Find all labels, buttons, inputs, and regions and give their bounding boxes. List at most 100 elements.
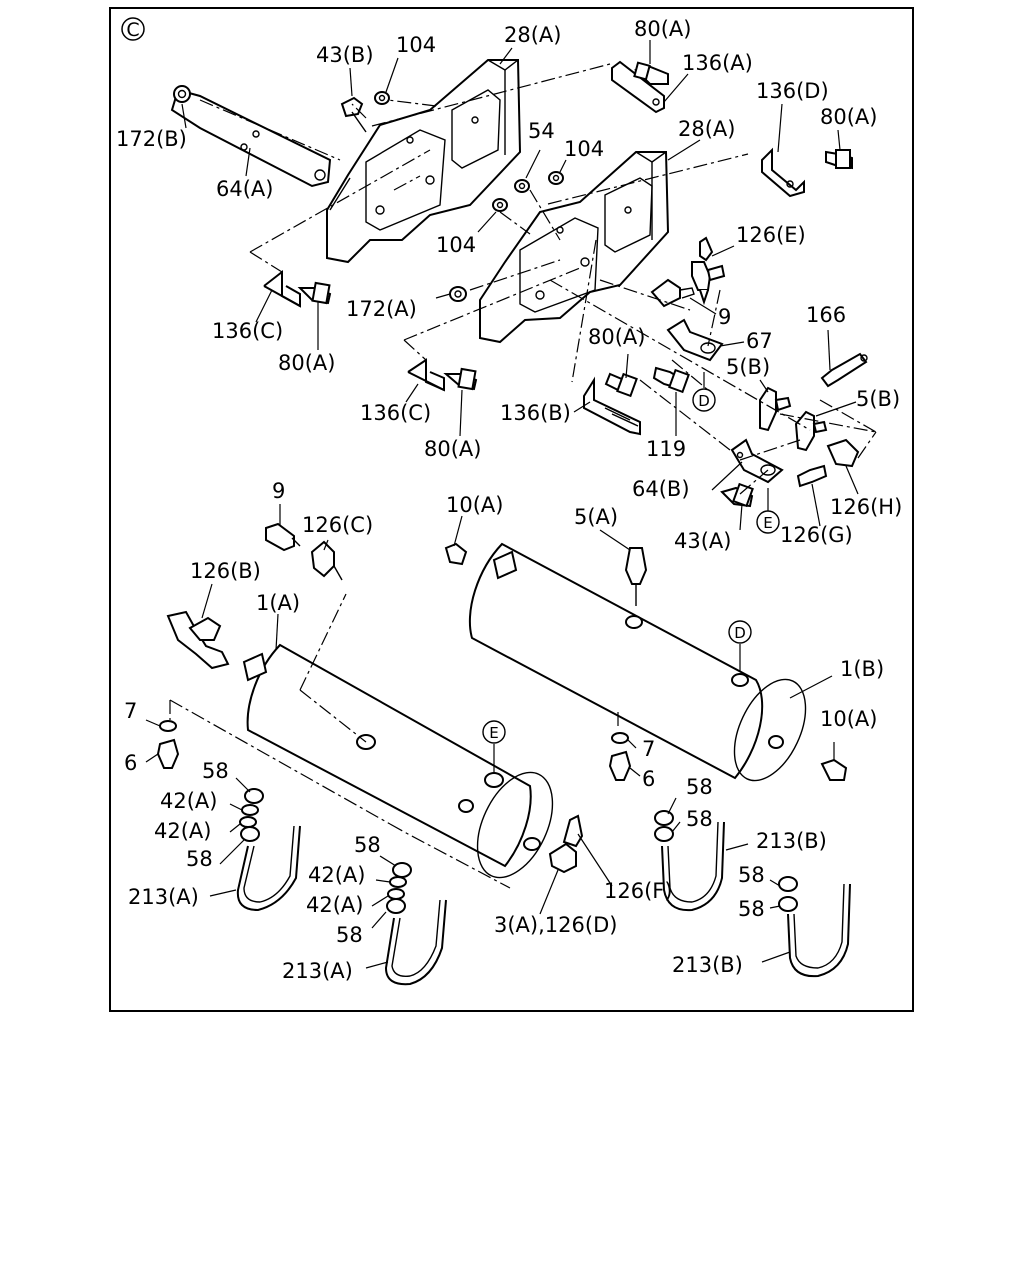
washer-104-mid [548, 171, 564, 185]
label-67: 67 [746, 329, 773, 353]
bracket-136c-lower [407, 358, 445, 392]
label-126e: 126(E) [736, 223, 806, 247]
washer-104-top [374, 91, 390, 105]
label-58-d: 58 [186, 847, 213, 871]
label-104-c: 104 [436, 233, 476, 257]
svg-text:D: D [698, 392, 710, 410]
label-104-b: 104 [564, 137, 604, 161]
elbow-126b [166, 610, 230, 670]
label-5b-right: 5(B) [856, 387, 900, 411]
section-mark: C [121, 17, 145, 41]
bracket-plate-rear [326, 59, 522, 264]
label-136b: 136(B) [500, 401, 571, 425]
nut-stack-left [239, 788, 264, 842]
nut-stack-right-upper [654, 810, 674, 842]
tee-fitting-126e [691, 236, 726, 306]
tee-5b-left [759, 386, 792, 432]
washer-104-low [492, 198, 508, 212]
label-126h: 126(H) [830, 495, 902, 519]
bracket-64b [730, 438, 784, 484]
switch-9-top [650, 278, 695, 308]
label-213b-upper: 213(B) [756, 829, 827, 853]
bracket-136d [761, 147, 805, 198]
u-bolt-213b-upper [661, 821, 725, 912]
label-136a: 136(A) [682, 51, 753, 75]
label-166: 166 [806, 303, 846, 327]
ref-circle-e-upper: E [756, 510, 780, 534]
switch-9-left [265, 522, 301, 552]
plug-10a-right [820, 758, 848, 781]
label-58-a: 58 [202, 759, 229, 783]
label-58-c: 58 [686, 807, 713, 831]
label-126f: 126(F) [604, 879, 673, 903]
air-tank-1a [242, 643, 554, 879]
label-43b: 43(B) [316, 43, 374, 67]
bolt-80a-right [825, 149, 853, 170]
label-28a-mid: 28(A) [678, 117, 735, 141]
u-bolt-213b-lower [787, 883, 851, 978]
label-10a-right: 10(A) [820, 707, 877, 731]
link-arm-64a [170, 88, 332, 188]
label-7-left: 7 [124, 699, 137, 723]
label-80a-a: 80(A) [634, 17, 691, 41]
label-119: 119 [646, 437, 686, 461]
ref-circle-d-upper: D [692, 388, 716, 412]
washer-7-left [159, 720, 177, 732]
label-54: 54 [528, 119, 555, 143]
nut-stack-right-lower [778, 876, 798, 912]
tee-5b-right [794, 410, 828, 452]
air-tank-1b [468, 542, 807, 782]
label-172a: 172(A) [346, 297, 417, 321]
label-80a-b: 80(A) [820, 105, 877, 129]
label-42a-c: 42(A) [308, 863, 365, 887]
assembly-lines [169, 63, 877, 889]
label-1a: 1(A) [256, 591, 300, 615]
label-6-left: 6 [124, 751, 137, 775]
label-5a: 5(A) [574, 505, 618, 529]
label-43a: 43(A) [674, 529, 731, 553]
sensor-166 [820, 352, 868, 388]
nipple-126g [796, 464, 828, 488]
label-126b: 126(B) [190, 559, 261, 583]
drain-valve-3a [548, 842, 577, 874]
bracket-plate-front [479, 151, 670, 344]
bracket-136b [583, 376, 641, 436]
washer-54 [514, 179, 530, 193]
washer-7-right [611, 732, 629, 744]
bracket-136c-upper [263, 269, 301, 308]
svg-text:C: C [126, 19, 139, 41]
label-136d: 136(D) [756, 79, 829, 103]
nut-172b [173, 85, 191, 103]
label-42a-d: 42(A) [306, 893, 363, 917]
label-28a-top: 28(A) [504, 23, 561, 47]
label-80a-c: 80(A) [278, 351, 335, 375]
bolt-80a-top [633, 61, 669, 85]
label-3a-126d: 3(A),126(D) [494, 913, 617, 937]
label-64b: 64(B) [632, 477, 690, 501]
label-7-right: 7 [642, 737, 655, 761]
nut-stack-center [386, 862, 412, 914]
bracket-136a [611, 60, 665, 114]
nipple-126f [562, 814, 584, 848]
label-213a-center: 213(A) [282, 959, 353, 983]
label-136c-upper: 136(C) [212, 319, 283, 343]
elbow-126h [826, 438, 860, 468]
label-58-g: 58 [738, 897, 765, 921]
bolt-80a-mid [604, 372, 638, 398]
label-58-f: 58 [738, 863, 765, 887]
label-126g: 126(G) [780, 523, 853, 547]
leader-lines [145, 40, 859, 969]
part-labels: 43(B) 104 28(A) 80(A) 136(A) 172(B) 136(… [116, 17, 902, 983]
label-6-right: 6 [642, 767, 655, 791]
connector-126c [310, 540, 343, 581]
diagram-frame [109, 7, 914, 1012]
fitting-5a [624, 547, 648, 606]
label-9-left: 9 [272, 479, 285, 503]
label-136c-lower: 136(C) [360, 401, 431, 425]
label-80a-d: 80(A) [588, 325, 645, 349]
u-bolt-213a-center [384, 899, 447, 986]
label-80a-e: 80(A) [424, 437, 481, 461]
drain-cock-6-left [156, 738, 180, 769]
label-126c: 126(C) [302, 513, 373, 537]
